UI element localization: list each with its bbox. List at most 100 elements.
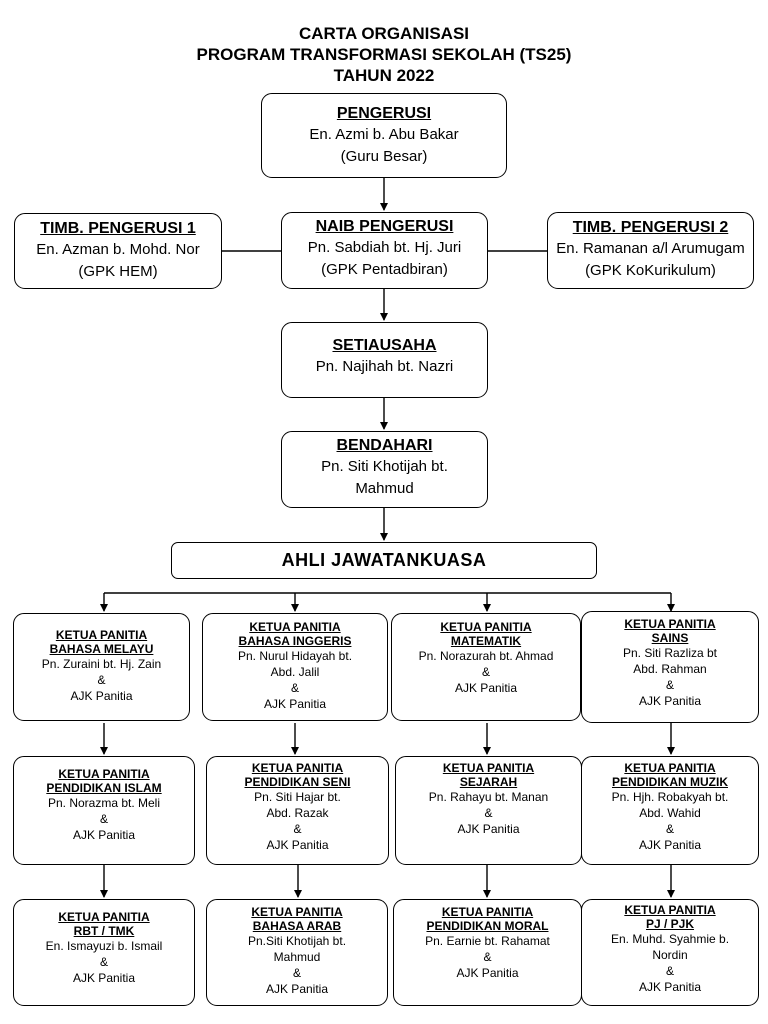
panel-subject: SEJARAH — [459, 775, 518, 789]
panel-ampersand: & — [665, 678, 674, 692]
panel-heading-line1: KETUA PANITIA — [624, 617, 716, 631]
panel-subject: BAHASA MELAYU — [49, 642, 154, 656]
panel-member-name: Pn. Hjh. Robakyah bt. — [611, 790, 729, 804]
bendahari-name-line2: Mahmud — [355, 480, 414, 497]
chart-title-line2: PROGRAM TRANSFORMASI SEKOLAH (TS25) — [196, 45, 572, 64]
panel-heading-line1: KETUA PANITIA — [58, 910, 150, 924]
panel-member-name: En. Muhd. Syahmie b. — [610, 932, 730, 946]
pengerusi-role: (Guru Besar) — [340, 148, 428, 165]
panel-member-name: Mahmud — [273, 950, 321, 964]
naib-heading: NAIB PENGERUSI — [315, 218, 454, 235]
panel-heading-line1: KETUA PANITIA — [251, 761, 344, 775]
panel-subject: PJ / PJK — [645, 917, 695, 931]
panel-member-name: Abd. Jalil — [270, 665, 320, 679]
panel-ajk-text: AJK Panitia — [638, 838, 702, 852]
naib-name: Pn. Sabdiah bt. Hj. Juri — [307, 239, 462, 256]
timb1-name: En. Azman b. Mohd. Nor — [36, 241, 200, 258]
ahli-jawatankuasa-label: AHLI JAWATANKUASA — [171, 542, 597, 579]
panel-member-name: Pn.Siti Khotijah bt. — [247, 934, 347, 948]
panel-subject: SAINS — [651, 631, 689, 645]
panel-ampersand: & — [292, 966, 301, 980]
panel-ampersand: & — [484, 806, 493, 820]
bendahari-name-line1: Pn. Siti Khotijah bt. — [321, 458, 448, 475]
panel-heading-line1: KETUA PANITIA — [249, 620, 341, 634]
panel-member-name: Pn. Nurul Hidayah bt. — [237, 649, 353, 663]
panel-subject: PENDIDIKAN MORAL — [426, 919, 549, 933]
panel-subject: PENDIDIKAN ISLAM — [46, 781, 162, 795]
panel-ajk-text: AJK Panitia — [454, 681, 518, 695]
pengerusi-heading: PENGERUSI — [336, 105, 432, 122]
panel-heading-line1: KETUA PANITIA — [440, 620, 532, 634]
timb1-heading: TIMB. PENGERUSI 1 — [40, 220, 196, 237]
panel-heading-line1: KETUA PANITIA — [624, 903, 716, 917]
panel-ajk-text: AJK Panitia — [638, 980, 702, 994]
chart-title-line1: CARTA ORGANISASI — [299, 24, 469, 43]
panel-member-name: Nordin — [652, 948, 688, 962]
timb2-name: En. Ramanan a/l Arumugam — [556, 240, 745, 257]
panel-member-name: Abd. Wahid — [639, 806, 701, 820]
panel-member-name: Pn. Norazma bt. Meli — [47, 796, 161, 810]
panel-ampersand: & — [99, 812, 108, 826]
setiausaha-box: SETIAUSAHA Pn. Najihah bt. Nazri — [281, 322, 488, 398]
panel-subject: PENDIDIKAN MUZIK — [612, 775, 728, 789]
panel-subject: PENDIDIKAN SENI — [244, 775, 351, 789]
panel-ampersand: & — [665, 964, 674, 978]
timb-pengerusi-1-box: TIMB. PENGERUSI 1 En. Azman b. Mohd. Nor… — [14, 213, 222, 289]
pengerusi-name: En. Azmi b. Abu Bakar — [309, 126, 459, 143]
timb1-role: (GPK HEM) — [78, 263, 158, 280]
chart-title-line3: TAHUN 2022 — [333, 66, 435, 85]
panel-heading-line1: KETUA PANITIA — [441, 905, 534, 919]
panel-heading-line1: KETUA PANITIA — [55, 628, 148, 642]
panel-heading-line1: KETUA PANITIA — [251, 905, 343, 919]
panel-member-name: Pn. Siti Razliza bt — [622, 646, 718, 660]
panel-ajk-text: AJK Panitia — [263, 697, 327, 711]
timb2-heading: TIMB. PENGERUSI 2 — [572, 219, 729, 236]
panel-subject: RBT / TMK — [73, 924, 135, 938]
panel-ampersand: & — [665, 822, 674, 836]
panel-ajk-text: AJK Panitia — [70, 689, 133, 703]
panel-member-name: Pn. Siti Hajar bt. — [254, 790, 341, 804]
timb-pengerusi-2-box: TIMB. PENGERUSI 2 En. Ramanan a/l Arumug… — [547, 212, 754, 289]
panel-heading-line1: KETUA PANITIA — [58, 767, 150, 781]
panel-member-name: Pn. Rahayu bt. Manan — [428, 790, 549, 804]
panel-ampersand: & — [97, 673, 106, 687]
panel-subject: MATEMATIK — [450, 634, 522, 648]
panel-member-name: Pn. Zuraini bt. Hj. Zain — [41, 657, 162, 671]
panel-subject: BAHASA INGGERIS — [238, 634, 352, 648]
bendahari-heading: BENDAHARI — [336, 437, 433, 454]
panel-ajk-text: AJK Panitia — [457, 822, 520, 836]
panel-ajk-text: AJK Panitia — [266, 838, 329, 852]
panel-subject: BAHASA ARAB — [252, 919, 342, 933]
panel-ajk-text: AJK Panitia — [265, 982, 329, 996]
naib-pengerusi-box: NAIB PENGERUSI Pn. Sabdiah bt. Hj. Juri … — [281, 212, 488, 289]
panel-ampersand: & — [99, 955, 108, 969]
bendahari-box: BENDAHARI Pn. Siti Khotijah bt. Mahmud — [281, 431, 488, 508]
panel-ampersand: & — [293, 822, 302, 836]
timb2-role: (GPK KoKurikulum) — [585, 262, 716, 279]
panel-ajk-text: AJK Panitia — [638, 694, 702, 708]
panel-heading-line1: KETUA PANITIA — [442, 761, 535, 775]
panel-ampersand: & — [290, 681, 299, 695]
panel-member-name: En. Ismayuzi b. Ismail — [45, 939, 163, 953]
panel-member-name: Pn. Norazurah bt. Ahmad — [418, 649, 554, 663]
pengerusi-box: PENGERUSI En. Azmi b. Abu Bakar (Guru Be… — [261, 93, 507, 178]
panel-ajk-text: AJK Panitia — [456, 966, 519, 980]
setiausaha-name: Pn. Najihah bt. Nazri — [315, 358, 454, 375]
panel-ampersand: & — [483, 950, 492, 964]
panel-ampersand: & — [481, 665, 490, 679]
panel-ajk-text: AJK Panitia — [72, 971, 136, 985]
naib-role: (GPK Pentadbiran) — [321, 261, 448, 278]
panel-member-name: Pn. Earnie bt. Rahamat — [425, 934, 550, 948]
